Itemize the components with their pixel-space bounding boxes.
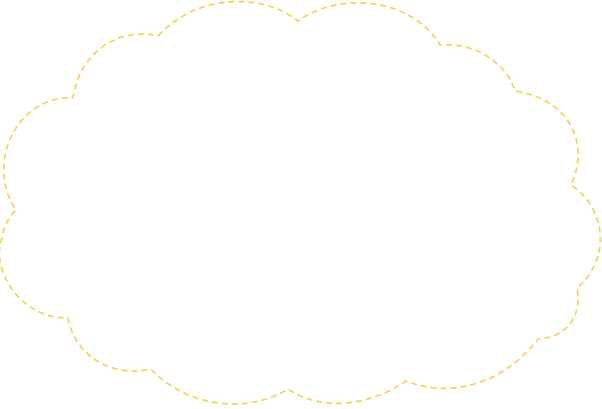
canvas: [0, 0, 602, 405]
cloud-outline: [0, 0, 602, 405]
cloud-shape-svg: [0, 0, 602, 405]
